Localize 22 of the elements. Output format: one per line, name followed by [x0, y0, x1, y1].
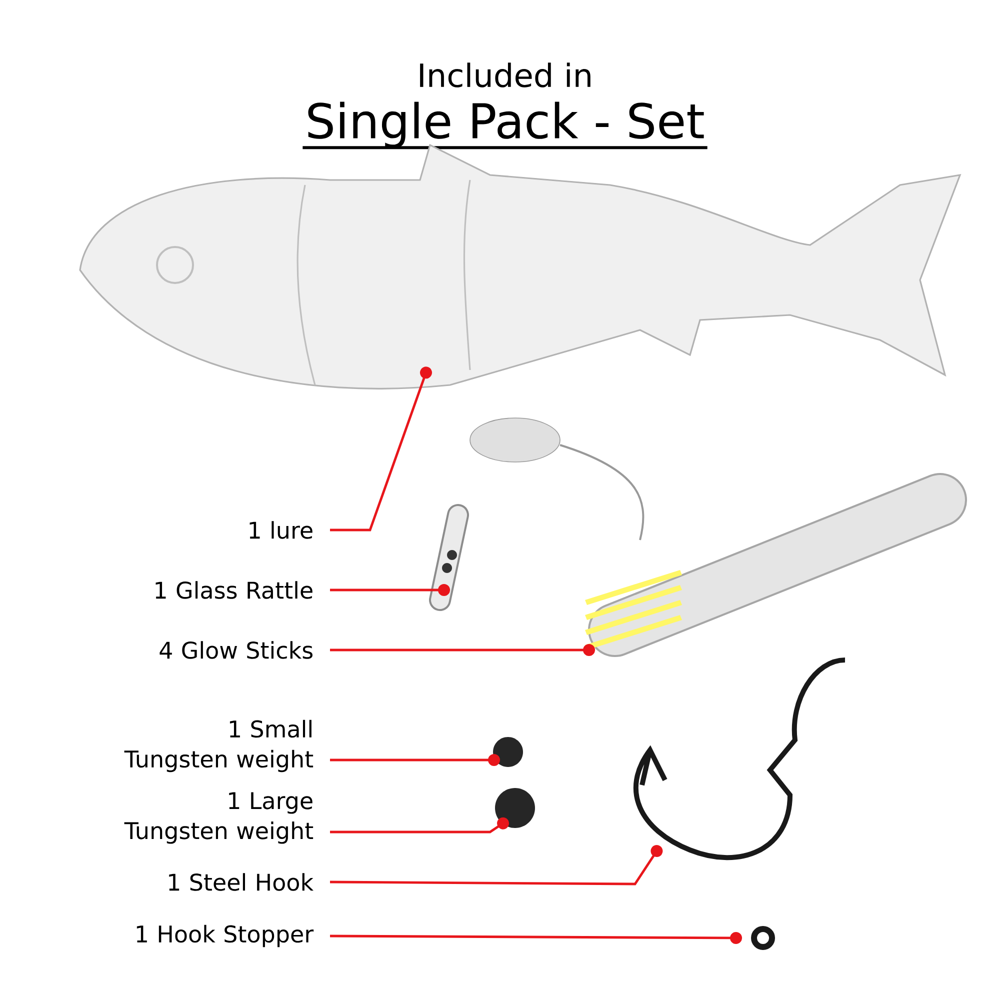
leader-line [330, 584, 450, 596]
rattle-drawing [429, 504, 469, 611]
glow-stick-tube-drawing [470, 418, 968, 657]
item-label: 1 Hook Stopper [136, 924, 314, 948]
title: Single Pack - Set [302, 102, 708, 150]
heading: Included in [420, 62, 590, 88]
leader-line [330, 845, 663, 886]
item-label: 1 Steel Hook [169, 873, 314, 891]
leader-line [330, 644, 595, 656]
hook-stopper [751, 926, 775, 950]
large-weight [495, 788, 535, 828]
item-label: 1 Small Tungsten weight [124, 720, 314, 772]
item-label: 1 Glass Rattle [156, 581, 312, 599]
item-label: 4 Glow Sticks [160, 641, 312, 659]
leader-line [330, 817, 509, 834]
item-label: 1 Large Tungsten weight [124, 792, 314, 844]
leader-line [330, 366, 432, 532]
leader-line [330, 932, 742, 944]
leader-line [330, 754, 500, 766]
hook-drawing [633, 658, 848, 860]
item-label: 1 lure [250, 521, 312, 539]
small-weight [493, 737, 523, 767]
